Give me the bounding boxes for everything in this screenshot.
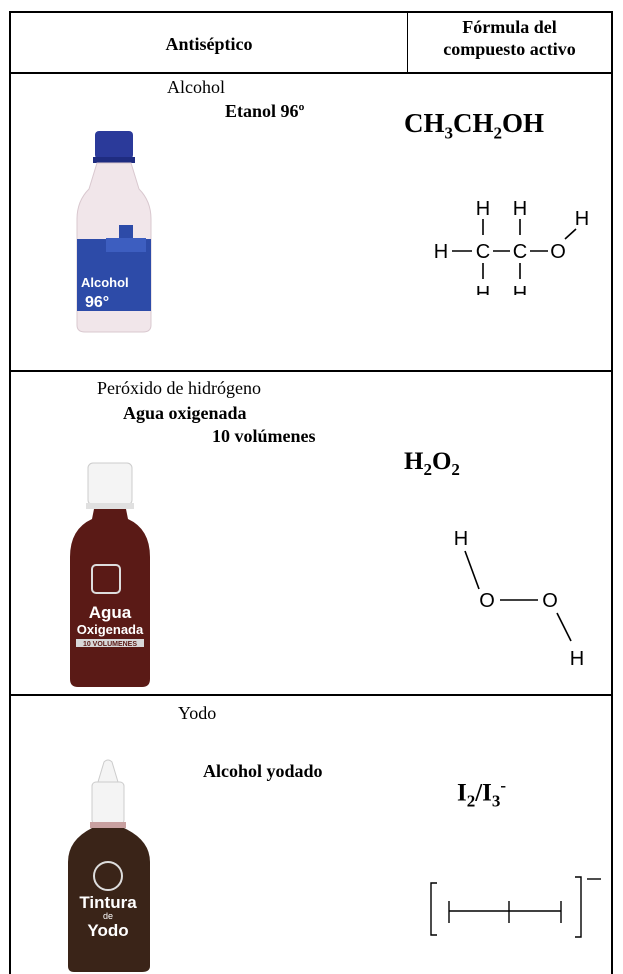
header-column-divider [407,11,408,73]
antiseptics-table: Antiséptico Fórmula del compuesto activo… [9,11,613,974]
svg-text:Agua: Agua [89,603,132,622]
svg-text:H: H [513,283,527,295]
header-divider [11,72,611,74]
row-divider-1 [11,370,611,372]
svg-text:H: H [434,241,448,263]
svg-text:H: H [476,198,490,220]
svg-text:C: C [476,241,490,263]
svg-text:O: O [550,241,566,263]
svg-text:H: H [575,208,589,230]
hydrogen-peroxide-bottle-image: Agua Oxigenada 10 VOLUMENES [70,462,150,687]
row3-formula: I2/I3- [457,776,507,811]
triiodide-structure [430,876,601,938]
row1-name: Alcohol [167,77,225,97]
iodine-bottle-image: Tintura de Yodo [68,759,150,972]
svg-text:Tintura: Tintura [79,893,137,912]
svg-text:C: C [513,241,527,263]
row2-product-line2: 10 volúmenes [212,426,316,446]
table-top-border [11,11,611,13]
row1-product: Etanol 96º [225,101,305,121]
header-formula-line1: Fórmula del [462,17,557,37]
svg-text:Yodo: Yodo [87,921,128,940]
peroxide-structure: H O O H [454,528,584,670]
row-divider-2 [11,694,611,696]
svg-text:H: H [513,198,527,220]
svg-text:O: O [479,590,495,612]
svg-text:96°: 96° [85,294,109,311]
row1-formula: CH3CH2OH [404,108,545,143]
svg-text:H: H [570,648,584,670]
svg-text:H: H [476,283,490,295]
row3-name: Yodo [178,703,217,723]
svg-text:O: O [542,590,558,612]
svg-text:Oxigenada: Oxigenada [77,622,144,637]
svg-text:Alcohol: Alcohol [81,275,129,290]
svg-text:H: H [454,528,468,550]
row3-product: Alcohol yodado [203,761,323,781]
svg-text:de: de [103,911,113,921]
row2-formula: H2O2 [404,448,460,479]
alcohol-bottle-image: Alcohol 96° [76,131,152,333]
row2-name: Peróxido de hidrógeno [97,378,261,398]
row2-product-line1: Agua oxigenada [123,403,247,423]
svg-text:10 VOLUMENES: 10 VOLUMENES [83,641,137,648]
header-formula-line2: compuesto activo [443,39,576,59]
header-antiseptico: Antiséptico [165,34,253,54]
